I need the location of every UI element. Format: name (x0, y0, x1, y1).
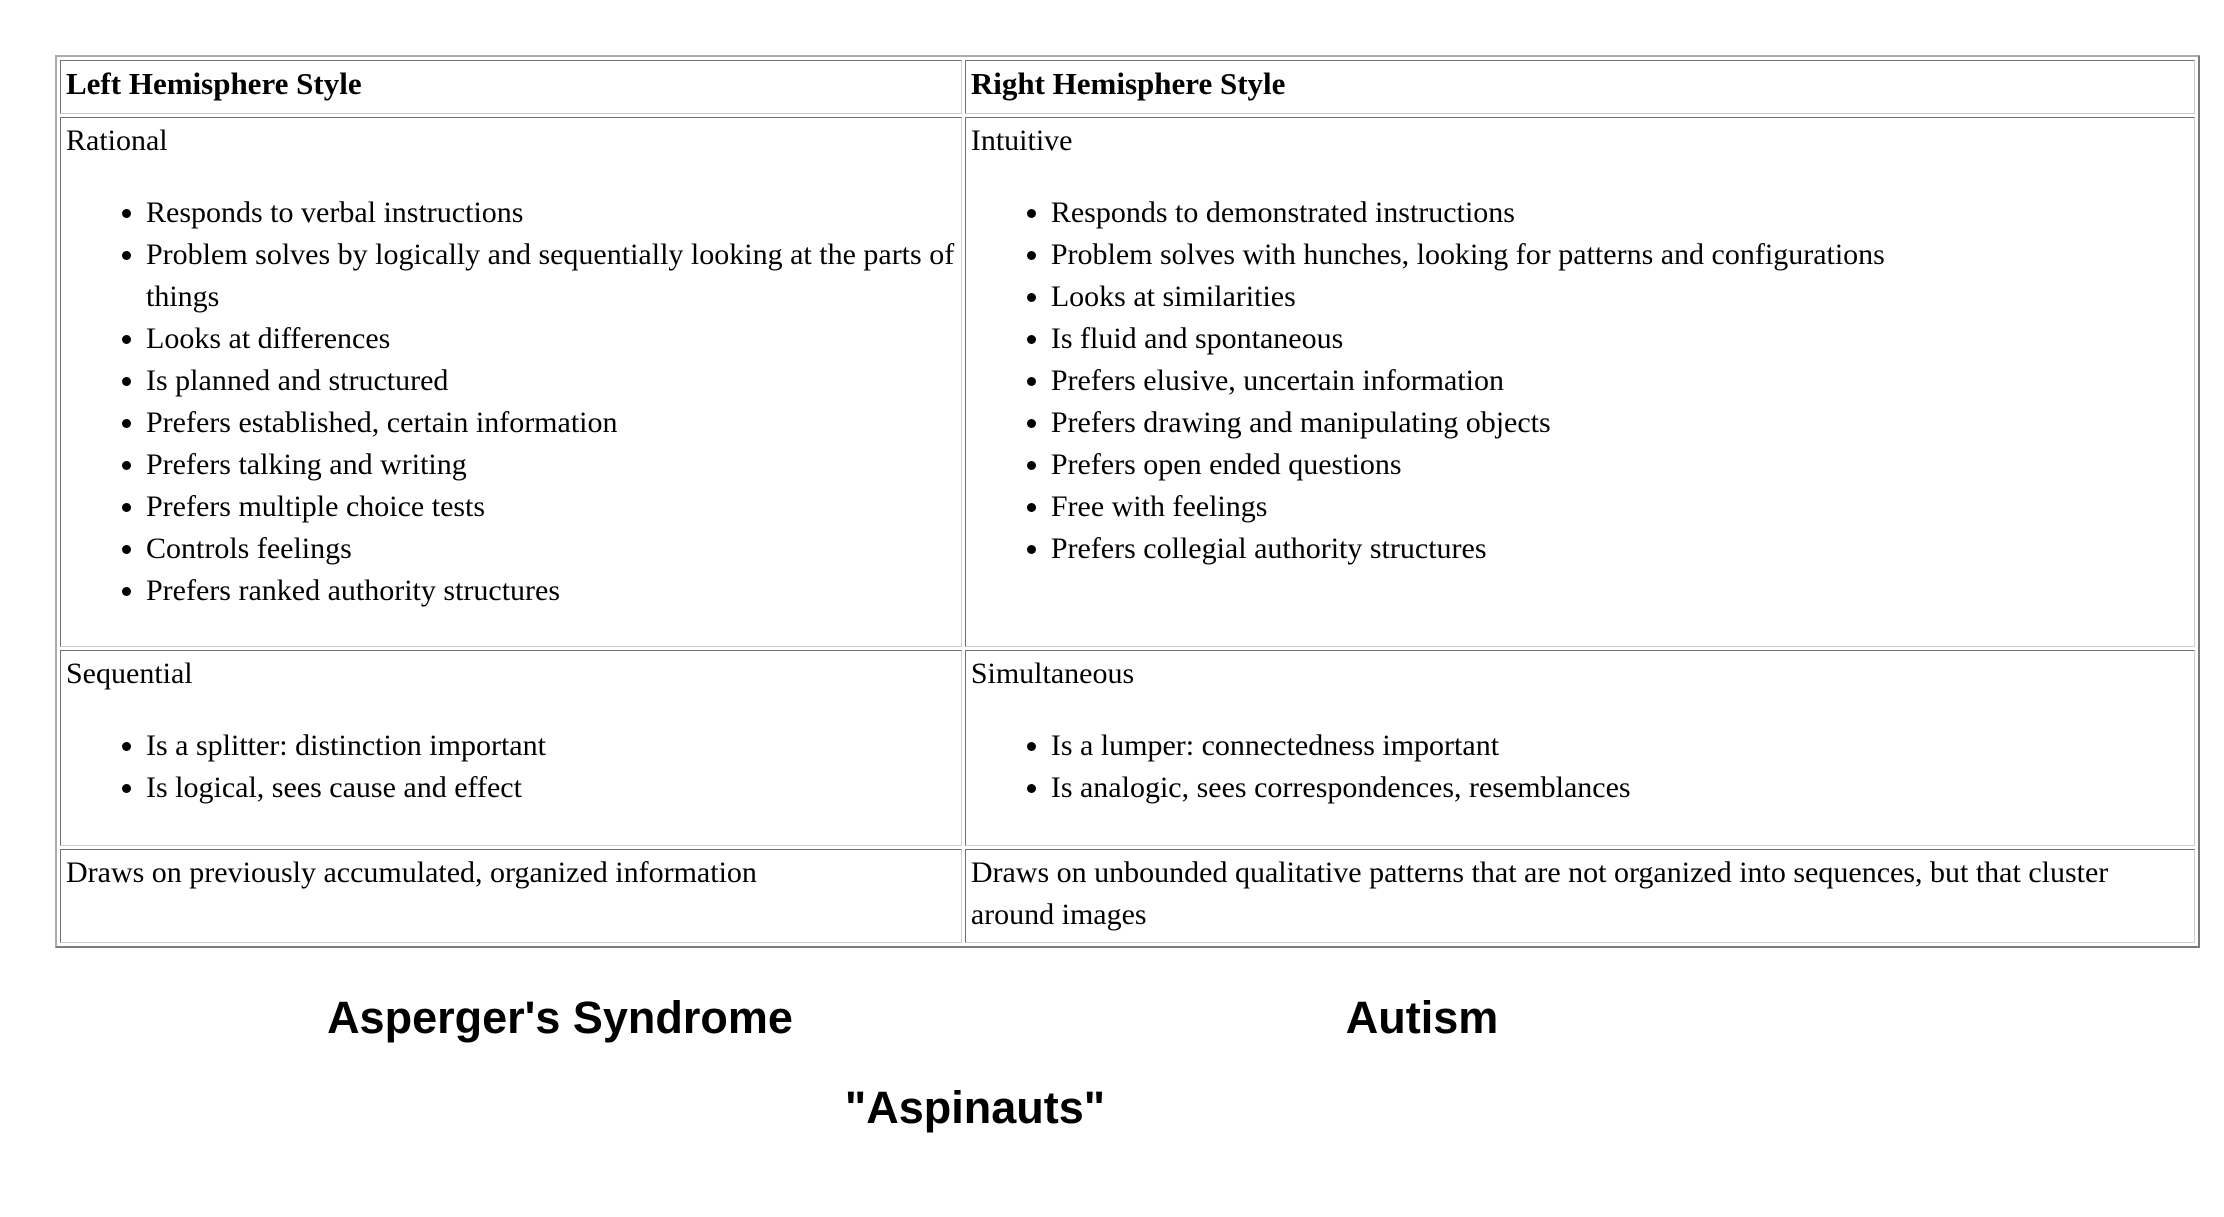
list-item: Prefers collegial authority structures (1051, 528, 2189, 570)
simultaneous-bullet-list: Is a lumper: connectedness importantIs a… (971, 725, 2189, 809)
list-item: Problem solves by logically and sequenti… (146, 234, 956, 318)
list-item: Prefers open ended questions (1051, 444, 2189, 486)
list-item: Responds to demonstrated instructions (1051, 192, 2189, 234)
list-item: Problem solves with hunches, looking for… (1051, 234, 2189, 276)
cell-sequential: Sequential Is a splitter: distinction im… (60, 650, 962, 846)
list-item: Is fluid and spontaneous (1051, 318, 2189, 360)
list-item: Prefers multiple choice tests (146, 486, 956, 528)
caption-area: Asperger's Syndrome Autism "Aspinauts" (0, 960, 2224, 1217)
cell-title-sequential: Sequential (66, 657, 193, 690)
list-item: Is planned and structured (146, 360, 956, 402)
list-item: Prefers elusive, uncertain information (1051, 360, 2189, 402)
sequential-bullet-list: Is a splitter: distinction importantIs l… (66, 725, 956, 809)
cell-title-simultaneous: Simultaneous (970, 657, 1135, 690)
list-item: Prefers ranked authority structures (146, 570, 956, 612)
list-item: Prefers talking and writing (146, 444, 956, 486)
list-item: Responds to verbal instructions (146, 192, 956, 234)
list-item: Is a lumper: connectedness important (1051, 725, 2189, 767)
table-row-rational-intuitive: Rational Responds to verbal instructions… (60, 117, 2195, 647)
cell-title-rational: Rational (66, 124, 168, 157)
list-item: Is analogic, sees correspondences, resem… (1051, 767, 2189, 809)
rational-bullet-list: Responds to verbal instructionsProblem s… (66, 192, 956, 612)
cell-rational: Rational Responds to verbal instructions… (60, 117, 962, 647)
header-row: Left Hemisphere Style Right Hemisphere S… (60, 60, 2195, 114)
header-left-hemisphere: Left Hemisphere Style (60, 60, 962, 114)
list-item: Looks at differences (146, 318, 956, 360)
cell-simultaneous: Simultaneous Is a lumper: connectedness … (964, 650, 2195, 846)
list-item: Controls feelings (146, 528, 956, 570)
list-item: Prefers drawing and manipulating objects (1051, 402, 2189, 444)
caption-aspinauts: "Aspinauts" (844, 1082, 1106, 1133)
cell-draws-on-unbounded: Draws on unbounded qualitative patterns … (964, 849, 2195, 943)
list-item: Is a splitter: distinction important (146, 725, 956, 767)
list-item: Prefers established, certain information (146, 402, 956, 444)
list-item: Free with feelings (1051, 486, 2189, 528)
list-item: Is logical, sees cause and effect (146, 767, 956, 809)
caption-autism: Autism (1345, 992, 1499, 1043)
header-right-hemisphere: Right Hemisphere Style (964, 60, 2195, 114)
cell-draws-on-accumulated: Draws on previously accumulated, organiz… (60, 849, 962, 943)
table-row-sequential-simultaneous: Sequential Is a splitter: distinction im… (60, 650, 2195, 846)
table-row-draws-on: Draws on previously accumulated, organiz… (60, 849, 2195, 943)
caption-aspergers-syndrome: Asperger's Syndrome (327, 992, 793, 1043)
hemisphere-style-table: Left Hemisphere Style Right Hemisphere S… (55, 55, 2200, 948)
cell-intuitive: Intuitive Responds to demonstrated instr… (964, 117, 2195, 647)
list-item: Looks at similarities (1051, 276, 2189, 318)
intuitive-bullet-list: Responds to demonstrated instructionsPro… (971, 192, 2189, 570)
cell-title-intuitive: Intuitive (970, 124, 1073, 157)
